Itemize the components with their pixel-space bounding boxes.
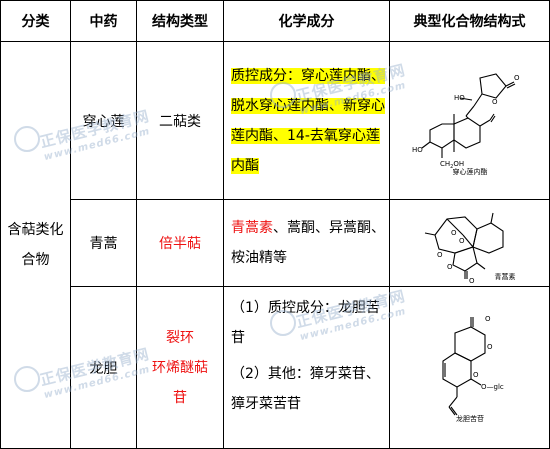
table-row: 龙胆 裂环 环烯醚萜 苷 （1）质控成分：龙胆苦苷 （2）其他：獐牙菜苷、獐牙菜…: [1, 286, 550, 449]
struct-label: O—glc: [481, 383, 504, 391]
gentiopicroside-structure: O O O O—glc 龙胆苦苷: [441, 315, 504, 423]
struct-label: O: [459, 237, 465, 245]
components-highlighted: 青蒿素: [231, 220, 273, 236]
struct-label: O: [485, 315, 491, 323]
components-part: （2）其他：獐牙菜苷、獐牙菜苦苷: [231, 366, 380, 412]
struct-label: HO: [412, 146, 423, 154]
structure-name: 青蒿素: [494, 272, 515, 281]
structure-cell: O O O O—glc 龙胆苦苷: [389, 286, 550, 449]
drug-cell: 穿心莲: [70, 41, 137, 200]
struct-label: HO: [454, 94, 465, 102]
struct-label: O: [469, 277, 475, 283]
struct-label: O: [487, 343, 493, 351]
header-components: 化学成分: [223, 0, 390, 42]
structure-cell: HO O O HO CH2OH 穿心莲内酯: [389, 41, 550, 200]
components-cell: 质控成分：穿心莲内酯、脱水穿心莲内酯、新穿心莲内酯、14-去氧穿心莲内酯: [223, 41, 390, 200]
structure-cell: O O O O O 青蒿素: [389, 199, 550, 287]
struct-label: O: [447, 263, 453, 271]
struct-label: O: [492, 98, 498, 106]
struct-label: CH2OH: [440, 160, 464, 170]
header-typical-structure: 典型化合物结构式: [389, 0, 550, 42]
struct-label: O: [514, 74, 520, 82]
header-structure-type: 结构类型: [136, 0, 224, 42]
struct-label: O: [473, 371, 479, 379]
components-rest: 、蒿酮、异蒿酮、桉油精等: [231, 220, 385, 266]
type-line: 环烯醚萜: [152, 359, 208, 376]
drug-cell: 青蒿: [70, 199, 137, 287]
type-cell: 倍半萜: [136, 199, 224, 287]
category-cell: 含萜类化合物: [0, 41, 71, 449]
components-highlighted: 质控成分：穿心莲内酯、脱水穿心莲内酯、新穿心莲内酯、14-去氧穿心莲内酯: [231, 67, 385, 174]
type-line: 苷: [173, 389, 187, 406]
components-part: （1）质控成分：龙胆苦苷: [231, 300, 380, 346]
artemisinin-structure: O O O O O 青蒿素: [424, 212, 515, 283]
struct-label: O: [437, 251, 443, 259]
drug-cell: 龙胆: [70, 286, 137, 449]
header-category: 分类: [0, 0, 71, 42]
table-row: 含萜类化合物 穿心莲 二萜类 质控成分：穿心莲内酯、脱水穿心莲内酯、新穿心莲内酯…: [0, 41, 550, 449]
andrographolide-structure: HO O O HO CH2OH 穿心莲内酯: [412, 72, 520, 176]
structure-name: 穿心莲内酯: [452, 167, 487, 176]
table-row: 青蒿 倍半萜 青蒿素、蒿酮、异蒿酮、桉油精等: [1, 199, 550, 287]
struct-label: O: [451, 229, 457, 237]
category-label: 含萜类化合物: [7, 222, 64, 268]
structure-name: 龙胆苦苷: [456, 414, 484, 423]
type-cell: 二萜类: [136, 41, 224, 200]
components-cell: 青蒿素、蒿酮、异蒿酮、桉油精等: [223, 199, 390, 287]
type-line: 裂环: [166, 329, 194, 346]
header-drug: 中药: [70, 0, 137, 42]
header-row: 分类 中药 结构类型 化学成分 典型化合物结构式: [0, 0, 550, 42]
type-cell: 裂环 环烯醚萜 苷: [136, 286, 224, 449]
components-cell: （1）质控成分：龙胆苦苷 （2）其他：獐牙菜苷、獐牙菜苦苷: [223, 286, 390, 449]
